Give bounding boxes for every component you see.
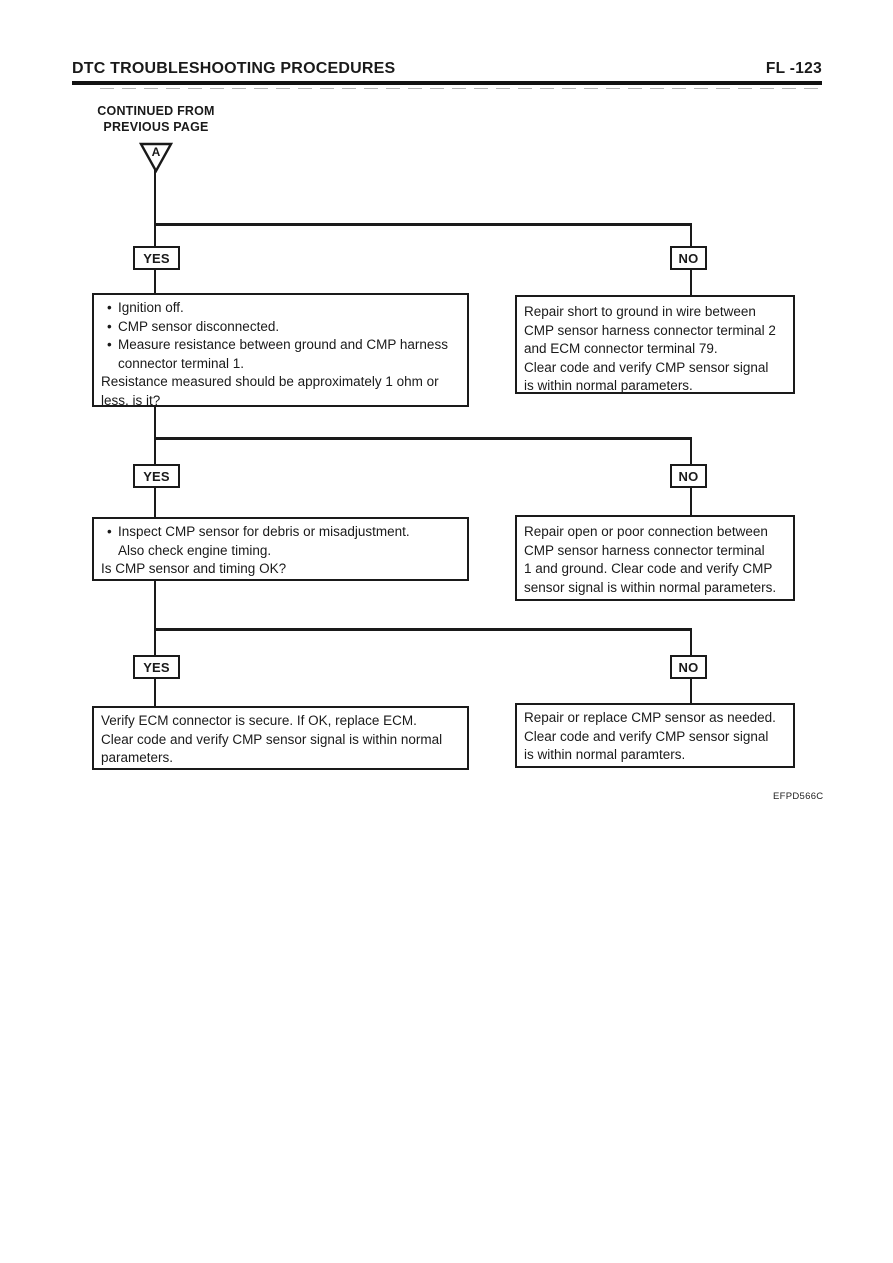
step3-no-action-box: Repair or replace CMP sensor as needed. … [515, 703, 795, 768]
bullet-text: CMP sensor disconnected. [118, 318, 280, 334]
question-text: Resistance measured should be approximat… [101, 374, 439, 408]
action-text: Repair short to ground in wire between C… [524, 304, 776, 394]
connector-line [690, 440, 692, 466]
bullet-text: Inspect CMP sensor for debris or misadju… [118, 524, 410, 558]
connector-line [154, 488, 156, 519]
yes-tag-1: YES [133, 246, 180, 270]
action-text: Repair or replace CMP sensor as needed. … [524, 710, 776, 763]
connector-line [154, 170, 156, 226]
action-text: Verify ECM connector is secure. If OK, r… [101, 713, 443, 766]
yes-tag-2: YES [133, 464, 180, 488]
connector-line [154, 437, 692, 440]
connector-line [154, 226, 156, 248]
connector-line [690, 679, 692, 705]
action-text: Repair open or poor connection between C… [524, 524, 777, 595]
no-tag-2: NO [670, 464, 707, 488]
no-tag-1: NO [670, 246, 707, 270]
bullet-text: Ignition off. [118, 300, 184, 315]
bullet-item: • Ignition off. [101, 299, 459, 318]
yes-tag-3: YES [133, 655, 180, 679]
bullet-icon: • [107, 337, 112, 353]
connector-line [690, 270, 692, 297]
figure-code: EFPD566C [773, 791, 824, 802]
connector-line [154, 581, 156, 631]
connector-line [154, 628, 692, 631]
connector-line [690, 631, 692, 656]
bullet-icon: • [107, 524, 112, 539]
bullet-text: Measure resistance between ground and CM… [118, 337, 448, 371]
connector-a-label: A [151, 145, 161, 159]
connector-line [154, 440, 156, 466]
connector-line [690, 488, 692, 517]
connector-line [690, 226, 692, 248]
no-tag-3: NO [670, 655, 707, 679]
bullet-item: • CMP sensor disconnected. [101, 318, 459, 337]
question-text: Is CMP sensor and timing OK? [101, 561, 287, 577]
bullet-icon: • [107, 318, 112, 334]
connector-line [154, 270, 156, 295]
connector-line [154, 631, 156, 656]
bullet-item: • Inspect CMP sensor for debris or misad… [101, 523, 459, 560]
step2-question-box: • Inspect CMP sensor for debris or misad… [92, 517, 469, 581]
step3-yes-action-box: Verify ECM connector is secure. If OK, r… [92, 706, 469, 770]
connector-a-triangle-icon [139, 142, 173, 173]
continued-from-label: CONTINUED FROM PREVIOUS PAGE [85, 103, 227, 135]
header-rule [72, 81, 822, 85]
step2-no-action-box: Repair open or poor connection between C… [515, 515, 795, 601]
continued-from-line1: CONTINUED FROM [97, 104, 215, 118]
continued-from-line2: PREVIOUS PAGE [103, 120, 209, 134]
page-number: FL -123 [765, 60, 822, 77]
page-title: DTC TROUBLESHOOTING PROCEDURES [72, 60, 396, 77]
step1-no-action-box: Repair short to ground in wire between C… [515, 295, 795, 394]
header-rule-shadow [100, 88, 822, 89]
bullet-item: • Measure resistance between ground and … [101, 336, 459, 373]
bullet-icon: • [107, 300, 112, 315]
connector-line [154, 407, 156, 440]
connector-line [154, 223, 692, 226]
connector-line [154, 679, 156, 708]
step1-question-box: • Ignition off. • CMP sensor disconnecte… [92, 293, 469, 408]
